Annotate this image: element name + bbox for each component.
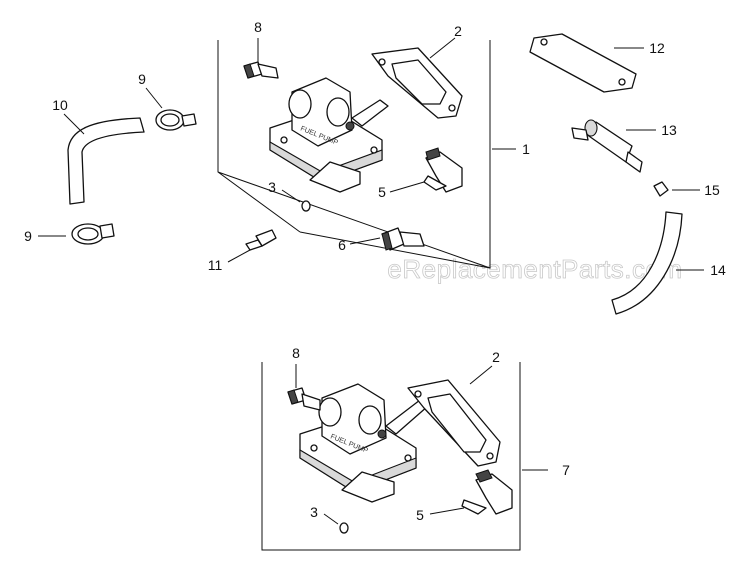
fuel-hose-10 (67, 117, 145, 205)
callout-5-bottom: 5 (416, 507, 424, 523)
callout-8-bottom: 8 (292, 345, 300, 361)
assembly-frame-bottom (261, 362, 521, 551)
callout-3-bottom: 3 (310, 504, 318, 520)
fitting-8-top (243, 61, 279, 79)
watermark: eReplacementParts.com (387, 254, 682, 284)
callout-13: 13 (661, 122, 677, 138)
washer-3-bottom (339, 522, 349, 534)
screw-11 (245, 229, 277, 251)
washer-3-top (301, 200, 311, 212)
gasket-top (371, 47, 463, 119)
callout-2-top: 2 (454, 23, 462, 39)
callout-12: 12 (649, 40, 665, 56)
callout-2-bottom: 2 (492, 349, 500, 365)
gasket-plate-12 (529, 33, 637, 93)
fuel-pump-top: FUEL PUMP (269, 77, 389, 193)
fuel-pump-assembly-bottom: FUEL PUMP (261, 362, 521, 551)
fuel-hose-14 (611, 211, 683, 315)
callout-15: 15 (704, 182, 720, 198)
callout-numbers: 8 2 1 5 3 6 11 12 13 15 14 9 10 9 8 2 7 … (24, 19, 726, 523)
fuel-pump-assembly-top: FUEL PUMP (217, 40, 491, 269)
fitting-6 (381, 227, 425, 251)
callout-10: 10 (52, 97, 68, 113)
callout-14: 14 (710, 262, 726, 278)
hose-clamp-9-lower (71, 223, 115, 245)
callout-1: 1 (522, 141, 530, 157)
callout-11: 11 (208, 257, 223, 273)
callout-7: 7 (562, 462, 570, 478)
callout-5-top: 5 (378, 184, 386, 200)
clamp-15 (653, 181, 669, 197)
elbow-fitting-5-top (423, 147, 463, 193)
leader-lines-bottom (295, 364, 548, 525)
fitting-8-bottom (287, 387, 321, 411)
leader-10 (63, 113, 85, 135)
callout-9-upper: 9 (138, 71, 146, 87)
leader-9-upper (145, 87, 163, 109)
hose-clamp-9-upper (155, 109, 197, 131)
callout-6: 6 (338, 237, 346, 253)
fuel-filter-13 (571, 119, 643, 173)
leader-lines-top (227, 37, 516, 263)
assembly-frame-top-base (299, 231, 491, 269)
gasket-bottom (407, 379, 501, 467)
elbow-fitting-5-bottom (461, 469, 513, 515)
callout-8-top: 8 (254, 19, 262, 35)
fuel-pump-bottom: FUEL PUMP (299, 383, 429, 503)
callout-3-top: 3 (268, 179, 276, 195)
callout-9-lower: 9 (24, 228, 32, 244)
